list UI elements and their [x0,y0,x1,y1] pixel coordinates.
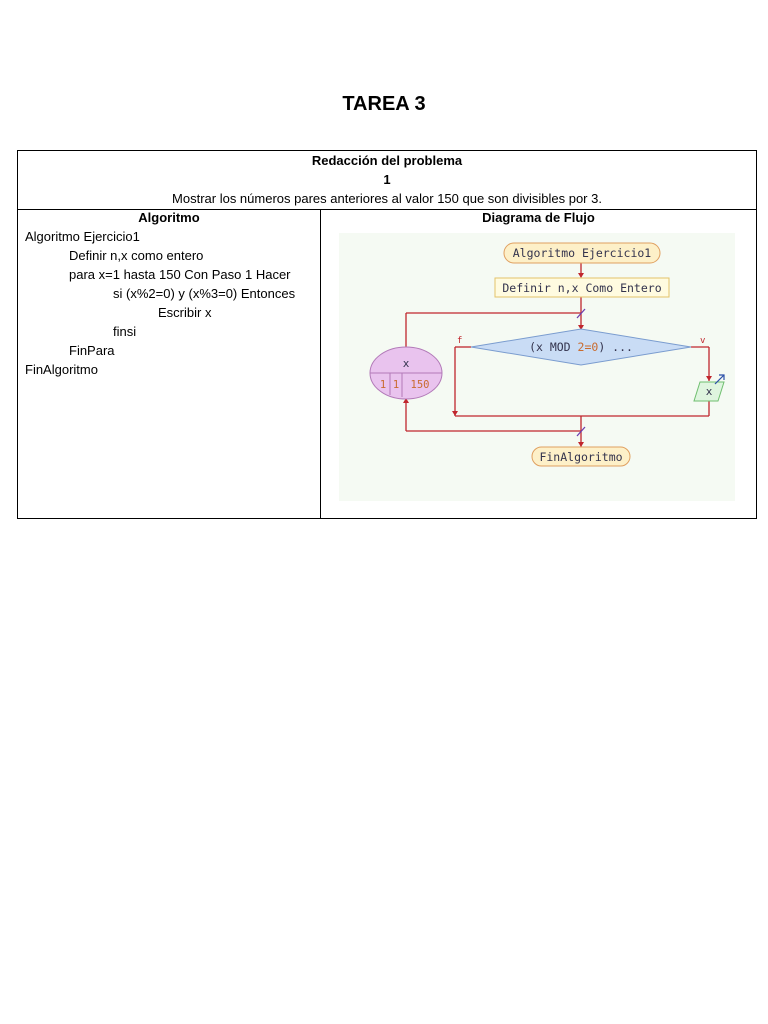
code-line: FinPara [69,343,115,358]
assignment-table: Redacción del problema 1 Mostrar los núm… [17,150,757,519]
condition-label: (x MOD 2=0) ... [529,340,633,354]
loop-end: 150 [411,379,430,391]
condition-prefix: (x MOD [529,340,577,354]
end-terminal [531,446,631,467]
problem-heading: Redacción del problema [311,153,463,168]
algorithm-column: Algoritmo Algoritmo Ejercicio1 Definir n… [18,209,321,518]
problem-statement: Mostrar los números pares anteriores al … [172,191,602,206]
flowchart-heading: Diagrama de Flujo [482,210,595,225]
output-label: x [706,385,713,398]
algorithm-heading: Algoritmo [138,210,200,225]
flowchart-diagram: Algoritmo Ejercicio1 Definir n,x Como En… [339,233,735,501]
define-label: Definir n,x Como Entero [502,281,661,295]
code-line: FinAlgoritmo [25,362,98,377]
arrow-heads [403,273,712,447]
loop-step: 1 [393,379,399,391]
flowchart-column: Diagrama de Flujo [321,209,756,518]
define-process [494,277,670,298]
output-arrow-icon [714,374,725,385]
algorithm-code: Algoritmo Ejercicio1 Definir n,x como en… [18,227,320,379]
code-line: para x=1 hasta 150 Con Paso 1 Hacer [69,267,291,282]
page-title: TAREA 3 [342,93,426,115]
loop-variable: x [403,357,410,370]
join-marks [576,308,586,437]
output-node [693,381,725,402]
end-label: FinAlgoritmo [539,450,622,464]
false-branch-label: f [457,336,462,346]
problem-number: 1 [383,172,391,187]
start-label: Algoritmo Ejercicio1 [513,246,652,260]
code-line: si (x%2=0) y (x%3=0) Entonces [113,286,296,301]
code-line: Algoritmo Ejercicio1 [25,229,140,244]
flowchart-svg: Algoritmo Ejercicio1 Definir n,x Como En… [369,242,725,467]
true-branch-label: v [700,336,705,346]
condition-value: 2=0 [578,340,599,354]
problem-header: Redacción del problema 1 Mostrar los núm… [18,151,756,210]
code-line: Definir n,x como entero [69,248,204,263]
start-terminal [503,242,661,264]
code-line: Escribir x [158,305,212,320]
code-line: finsi [113,324,137,339]
condition-decision [470,328,692,366]
loop-start: 1 [380,379,386,391]
condition-suffix: ) ... [598,340,633,354]
flow-lines [405,263,710,447]
